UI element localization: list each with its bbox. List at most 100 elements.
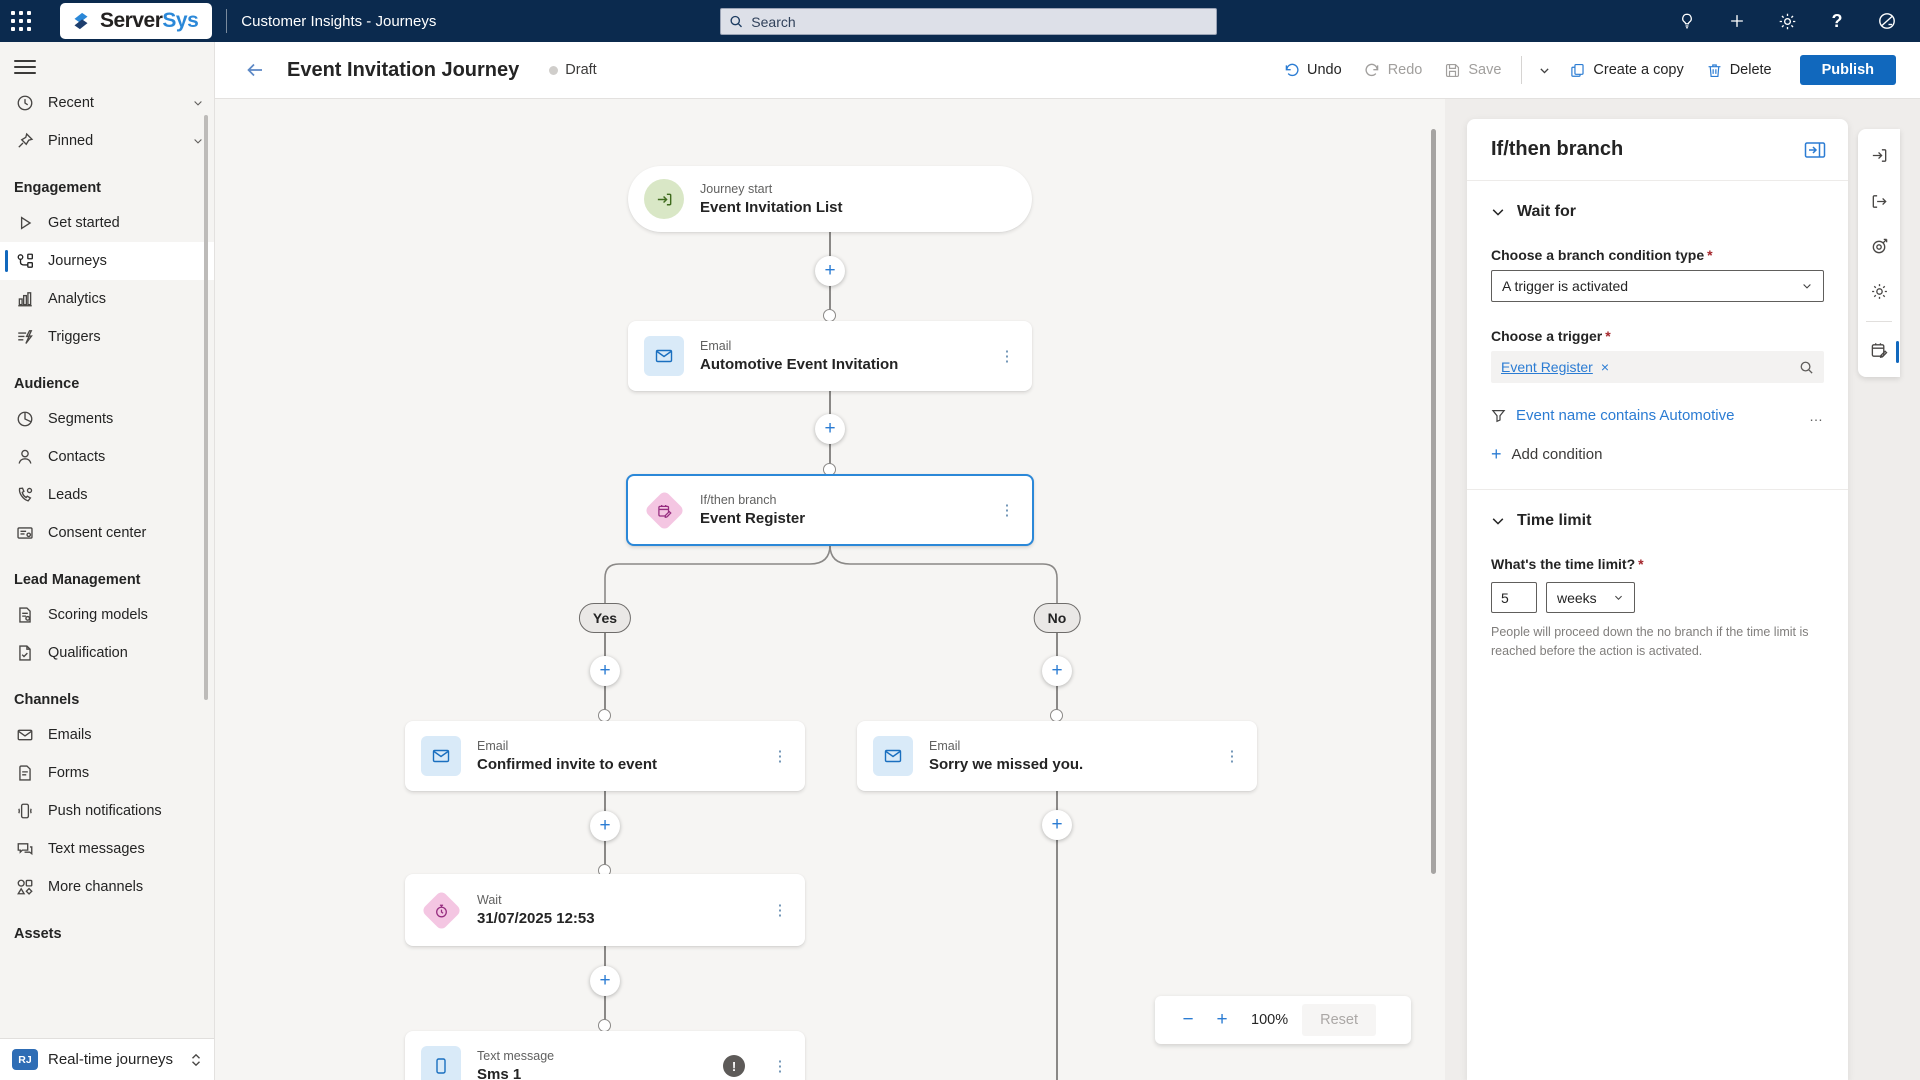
sidebar-section-assets: Assets: [14, 926, 62, 942]
node-ifthen-branch[interactable]: If/then branch Event Register ⋮: [626, 474, 1034, 546]
sidebar-item-label: Text messages: [48, 841, 145, 857]
node-menu-button[interactable]: ⋮: [772, 1058, 788, 1075]
sidebar-item-contacts[interactable]: Contacts: [0, 438, 214, 476]
condition-more-button[interactable]: …: [1809, 407, 1824, 424]
envelope-icon: [16, 726, 34, 744]
time-limit-unit-dropdown[interactable]: weeks: [1546, 582, 1635, 613]
sidebar-item-journeys[interactable]: Journeys: [0, 242, 214, 280]
chevron-down-icon: [1491, 205, 1505, 219]
help-icon[interactable]: ?: [1831, 10, 1843, 31]
node-wait[interactable]: Wait 31/07/2025 12:53 ⋮: [405, 874, 805, 946]
sidebar-item-qualification[interactable]: Qualification: [0, 634, 214, 672]
waffle-menu-button[interactable]: [0, 0, 42, 42]
sidebar-item-pinned[interactable]: Pinned: [0, 122, 214, 160]
zoom-reset-button[interactable]: Reset: [1302, 1004, 1376, 1036]
sidebar-item-get-started[interactable]: Get started: [0, 204, 214, 242]
section-wait-for[interactable]: Wait for: [1491, 203, 1824, 221]
branch-label-no: No: [1033, 603, 1081, 633]
node-email-confirmed[interactable]: Email Confirmed invite to event ⋮: [405, 721, 805, 791]
sidebar-item-leads[interactable]: Leads: [0, 476, 214, 514]
command-bar: Event Invitation Journey Draft Undo Redo: [215, 42, 1920, 98]
rail-exit-icon[interactable]: [1858, 182, 1900, 219]
sidebar-item-emails[interactable]: Emails: [0, 716, 214, 754]
save-button[interactable]: Save: [1434, 56, 1511, 85]
trigger-chip-link[interactable]: Event Register: [1501, 359, 1593, 375]
topbar-divider: [226, 9, 228, 33]
add-node-button[interactable]: +: [590, 966, 620, 996]
node-text-message[interactable]: Text message Sms 1 ! ⋮: [405, 1031, 805, 1080]
filter-icon: [1491, 408, 1506, 423]
trigger-field[interactable]: Event Register ×: [1491, 351, 1824, 383]
search-input[interactable]: [751, 13, 1208, 30]
rail-settings-icon[interactable]: [1858, 273, 1900, 310]
back-button[interactable]: [245, 60, 265, 80]
hamburger-button[interactable]: [14, 56, 36, 78]
delete-button[interactable]: Delete: [1696, 56, 1782, 85]
add-node-button[interactable]: +: [1042, 810, 1072, 840]
sidebar-item-push-notifications[interactable]: Push notifications: [0, 792, 214, 830]
area-switcher[interactable]: RJ Real-time journeys: [0, 1038, 214, 1080]
add-condition-button[interactable]: + Add condition: [1491, 444, 1603, 464]
gear-icon[interactable]: [1762, 0, 1812, 42]
add-node-button[interactable]: +: [1042, 656, 1072, 686]
sidebar-item-label: More channels: [48, 879, 144, 895]
zoom-in-button[interactable]: +: [1216, 1009, 1228, 1030]
zoom-out-button[interactable]: −: [1182, 1009, 1194, 1030]
search-box[interactable]: [720, 8, 1217, 35]
sidebar-scrollbar[interactable]: [204, 115, 208, 700]
condition-summary-link[interactable]: Event name contains Automotive: [1516, 407, 1735, 424]
panel-toggle-icon[interactable]: [1804, 141, 1826, 159]
add-icon[interactable]: [1712, 0, 1762, 42]
create-copy-button[interactable]: Create a copy: [1559, 56, 1693, 85]
journey-start-icon: [644, 179, 684, 219]
status-dot: [549, 65, 559, 75]
node-menu-button[interactable]: ⋮: [1224, 748, 1240, 765]
time-limit-input[interactable]: [1491, 582, 1537, 613]
add-node-button[interactable]: +: [815, 256, 845, 286]
qualification-doc-icon: [16, 644, 34, 662]
node-menu-button[interactable]: ⋮: [999, 348, 1015, 365]
sidebar-item-more-channels[interactable]: More channels: [0, 868, 214, 906]
journey-canvas[interactable]: + + + + + + +: [215, 99, 1445, 1080]
sidebar-item-recent[interactable]: Recent: [0, 84, 214, 122]
sidebar-item-scoring-models[interactable]: Scoring models: [0, 596, 214, 634]
node-menu-button[interactable]: ⋮: [772, 748, 788, 765]
node-type-label: Email: [477, 739, 509, 753]
sidebar-item-text-messages[interactable]: Text messages: [0, 830, 214, 868]
node-menu-button[interactable]: ⋮: [772, 902, 788, 919]
node-menu-button[interactable]: ⋮: [999, 502, 1015, 519]
condition-type-dropdown[interactable]: A trigger is activated: [1491, 270, 1824, 302]
add-node-button[interactable]: +: [815, 414, 845, 444]
waffle-icon: [11, 11, 31, 31]
add-node-button[interactable]: +: [590, 656, 620, 686]
area-badge: RJ: [12, 1049, 38, 1070]
add-node-button[interactable]: +: [590, 811, 620, 841]
node-email-sorry[interactable]: Email Sorry we missed you. ⋮: [857, 721, 1257, 791]
lightbulb-icon[interactable]: [1662, 0, 1712, 42]
sidebar-item-triggers[interactable]: Triggers: [0, 318, 214, 356]
rail-goal-icon[interactable]: [1858, 228, 1900, 265]
brand-logo[interactable]: ServerSys: [60, 3, 213, 39]
sidebar-item-consent-center[interactable]: Consent center: [0, 514, 214, 552]
sidebar-item-analytics[interactable]: Analytics: [0, 280, 214, 318]
node-journey-start[interactable]: Journey start Event Invitation List: [628, 166, 1032, 232]
remove-trigger-icon[interactable]: ×: [1600, 359, 1610, 375]
node-type-label: Email: [929, 739, 961, 753]
search-trigger-icon[interactable]: [1799, 360, 1814, 375]
section-time-limit[interactable]: Time limit: [1491, 512, 1824, 530]
chevron-down-icon: [1801, 280, 1813, 292]
rail-ifthen-icon[interactable]: [1858, 332, 1900, 369]
node-email-automotive[interactable]: Email Automotive Event Invitation ⋮: [628, 321, 1032, 391]
sidebar-item-segments[interactable]: Segments: [0, 400, 214, 438]
redo-button[interactable]: Redo: [1354, 56, 1433, 85]
sidebar-item-label: Pinned: [48, 133, 94, 149]
sidebar-item-label: Leads: [48, 487, 88, 503]
undo-button[interactable]: Undo: [1273, 56, 1352, 85]
rail-entry-icon[interactable]: [1858, 137, 1900, 174]
account-icon[interactable]: [1862, 0, 1912, 42]
canvas-scrollbar[interactable]: [1431, 129, 1436, 874]
sidebar-item-forms[interactable]: Forms: [0, 754, 214, 792]
page-title: Event Invitation Journey: [287, 58, 520, 81]
publish-button[interactable]: Publish: [1799, 55, 1896, 85]
more-commands-chevron[interactable]: [1532, 58, 1557, 83]
